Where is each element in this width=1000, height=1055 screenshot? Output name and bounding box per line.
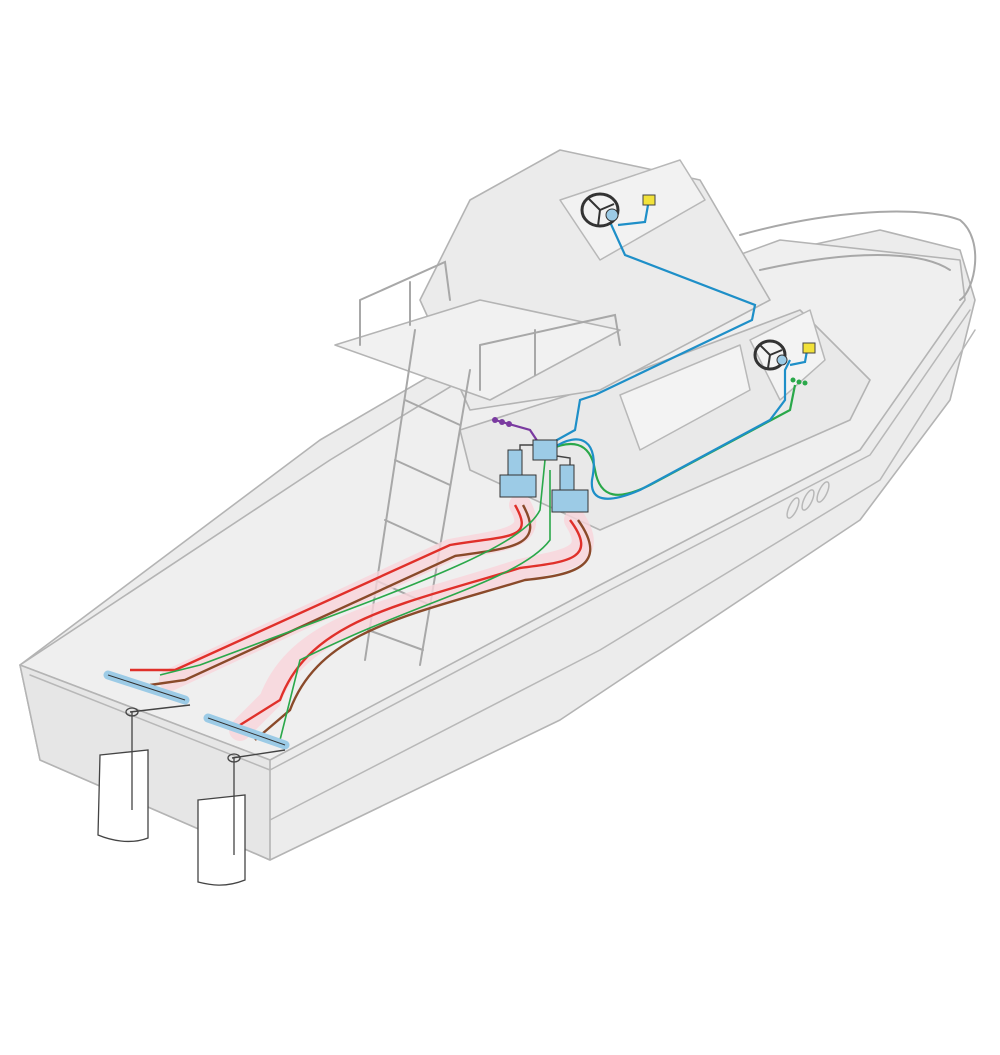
pump-body-b (551, 489, 589, 513)
cabin-window (619, 344, 751, 451)
lower-helm-recess (749, 309, 826, 401)
pump-body-a (499, 474, 537, 498)
hull-chine (269, 329, 976, 821)
distribution-block (532, 439, 558, 461)
steering-wheel-icon (753, 339, 787, 371)
gunwale-line (29, 309, 971, 771)
helm-line-upper (547, 221, 757, 446)
lower-helm (753, 339, 816, 371)
pump-motor-a (507, 449, 523, 479)
green-connector (790, 377, 808, 386)
pressure-line-dark-b (254, 519, 592, 741)
rudder-port (97, 749, 149, 843)
steering-wheel-icon (580, 192, 620, 228)
upper-helm (580, 192, 656, 228)
flybridge (334, 149, 771, 411)
rudder-starboard (197, 794, 246, 886)
steering-cylinders (103, 670, 290, 759)
portholes (786, 481, 830, 519)
pressure-line-dark-a (149, 504, 532, 687)
ladder (364, 329, 471, 666)
flybridge-deck (334, 299, 621, 401)
flybridge-console (559, 159, 706, 261)
electrical-connector (492, 417, 512, 427)
helm-line-lower (552, 359, 791, 500)
upper-pump-box (642, 194, 656, 206)
lower-pump-box (802, 342, 816, 354)
rudders (97, 707, 246, 886)
pump-motor-b (559, 464, 575, 494)
helm-lines (547, 204, 810, 500)
tiller-arms (129, 704, 286, 759)
pressure-line-red-a (130, 504, 523, 672)
bow-rail (739, 210, 977, 301)
flybridge-railing (359, 260, 621, 391)
pump-units (499, 439, 589, 513)
